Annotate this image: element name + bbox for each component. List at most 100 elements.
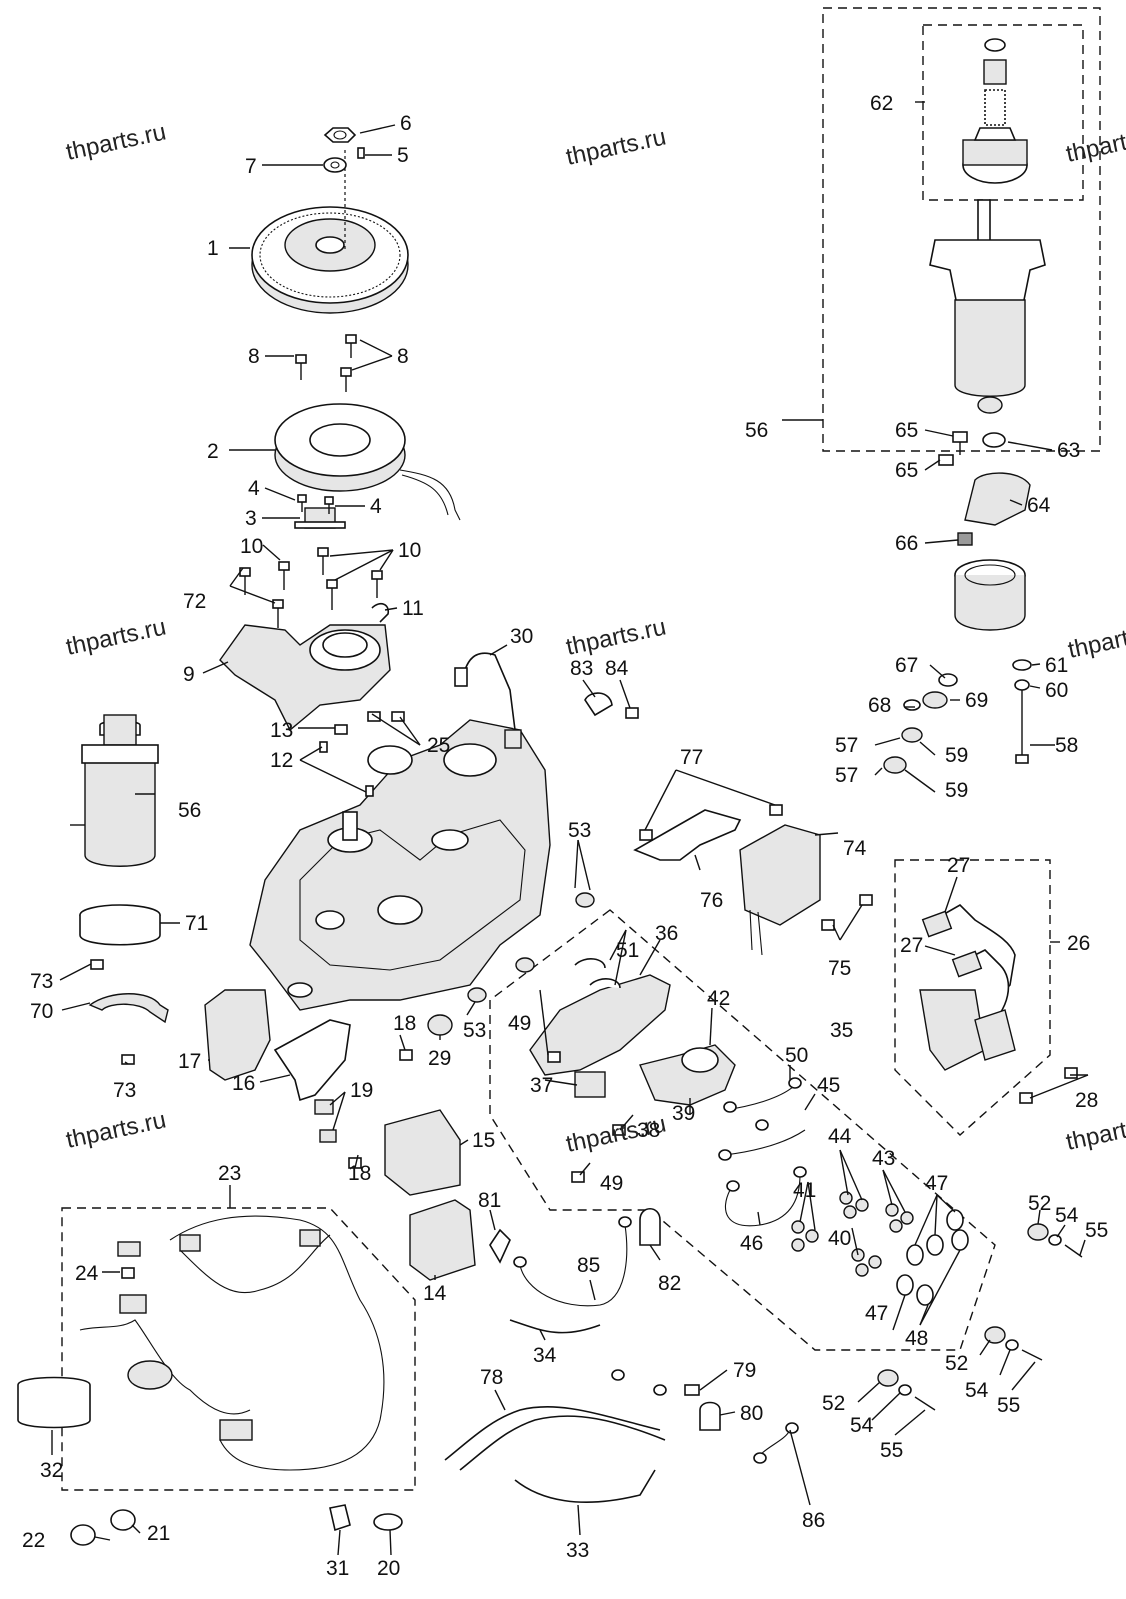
leader-lines [51,101,1089,1556]
callout-7: 7 [245,155,257,178]
terminal-cap [946,1209,964,1231]
callout-76: 76 [700,889,723,912]
callout-17: 17 [178,1050,201,1073]
starter-yoke [954,559,1026,631]
callout-77: 77 [680,746,703,769]
callout-3: 3 [245,507,257,530]
pulser-coil [294,507,346,529]
callout-56: 56 [178,799,201,822]
callout-46: 46 [740,1232,763,1255]
callout-18: 18 [393,1012,416,1035]
callout-75: 75 [828,957,851,980]
stator-bolt [345,334,357,358]
base-bolt [272,599,284,628]
callout-2: 2 [207,440,219,463]
electrical-box-bracket [529,974,671,1076]
callout-31: 31 [326,1557,349,1580]
rectifier-cover [204,989,271,1081]
callout-55: 55 [1085,1219,1108,1242]
cable-connector [454,667,468,687]
collar [1048,1234,1062,1246]
wire-clamp [574,958,606,969]
clamp-bolt [625,707,639,719]
base-bolt [371,570,383,598]
callout-35: 35 [830,1019,853,1042]
callout-42: 42 [707,987,730,1010]
terminal-cap [896,1274,914,1296]
drive-assembly-group-frame [922,24,1084,201]
relay-bolt [612,1124,626,1136]
wire-clip [319,1129,337,1143]
bracket-bolt [639,829,653,841]
callout-48: 48 [905,1327,928,1350]
callout-56: 56 [745,419,768,442]
callout-52: 52 [822,1392,845,1415]
callout-67: 67 [895,654,918,677]
callout-23: 23 [218,1162,241,1185]
callout-60: 60 [1045,679,1068,702]
callout-9: 9 [183,663,195,686]
wire-clamp [589,978,621,989]
callout-54: 54 [850,1414,874,1437]
ignition-coil-group-frame [894,859,1051,1136]
mount-bolt [1021,1349,1043,1361]
flywheel-nut [323,127,357,143]
grommet [467,987,487,1003]
callout-33: 33 [566,1539,589,1562]
dowel-pin [319,741,328,753]
nut [839,1191,853,1205]
callout-24: 24 [75,1262,99,1285]
mount-bolt [1064,1244,1083,1258]
collar [898,1384,912,1396]
thermo-switch [427,1014,453,1036]
through-bolt [1015,690,1029,764]
lead-terminal [723,1101,737,1113]
pulser-bolt [324,496,334,514]
terminal-cap [951,1229,969,1251]
callout-6: 6 [400,112,412,135]
nut [843,1205,857,1219]
callout-58: 58 [1055,734,1078,757]
callout-53: 53 [463,1019,486,1042]
wire-clip [314,1099,334,1115]
callout-25: 25 [427,734,450,757]
callout-28: 28 [1075,1089,1098,1112]
callout-65: 65 [895,459,918,482]
callout-52: 52 [1028,1192,1051,1215]
callout-68: 68 [868,694,891,717]
lead-terminal [788,1077,802,1089]
nut [868,1255,882,1269]
callout-39: 39 [672,1102,695,1125]
callout-5: 5 [397,144,409,167]
callout-27: 27 [900,934,923,957]
nut [900,1211,914,1225]
bracket-bolt [399,1049,413,1061]
bracket-bolt [121,1054,135,1065]
callout-86: 86 [802,1509,825,1532]
starter-relay [639,1044,736,1106]
bracket-bolt [90,959,104,970]
starter-grommet [922,691,948,709]
callout-4: 4 [370,495,382,518]
grommet [515,957,535,973]
watermark-text: thparts.ru [564,123,669,170]
starter-washer [982,432,1006,448]
terminal-cap [926,1234,944,1256]
starter-screw [952,431,968,455]
callout-10: 10 [398,539,421,562]
cable-harness [464,652,516,731]
lead-terminal [793,1166,807,1178]
callout-82: 82 [658,1272,681,1295]
coil-bolt [1064,1067,1078,1079]
hose-clip [70,1524,96,1546]
mount-grommet [877,1369,899,1387]
stator-bolt [295,354,307,380]
stator-bolt [340,367,352,392]
drive-pinion-assembly [962,38,1028,184]
band-clip [373,1513,403,1531]
wire-harness [79,1215,385,1471]
callout-72: 72 [183,590,206,613]
callout-40: 40 [828,1227,851,1250]
